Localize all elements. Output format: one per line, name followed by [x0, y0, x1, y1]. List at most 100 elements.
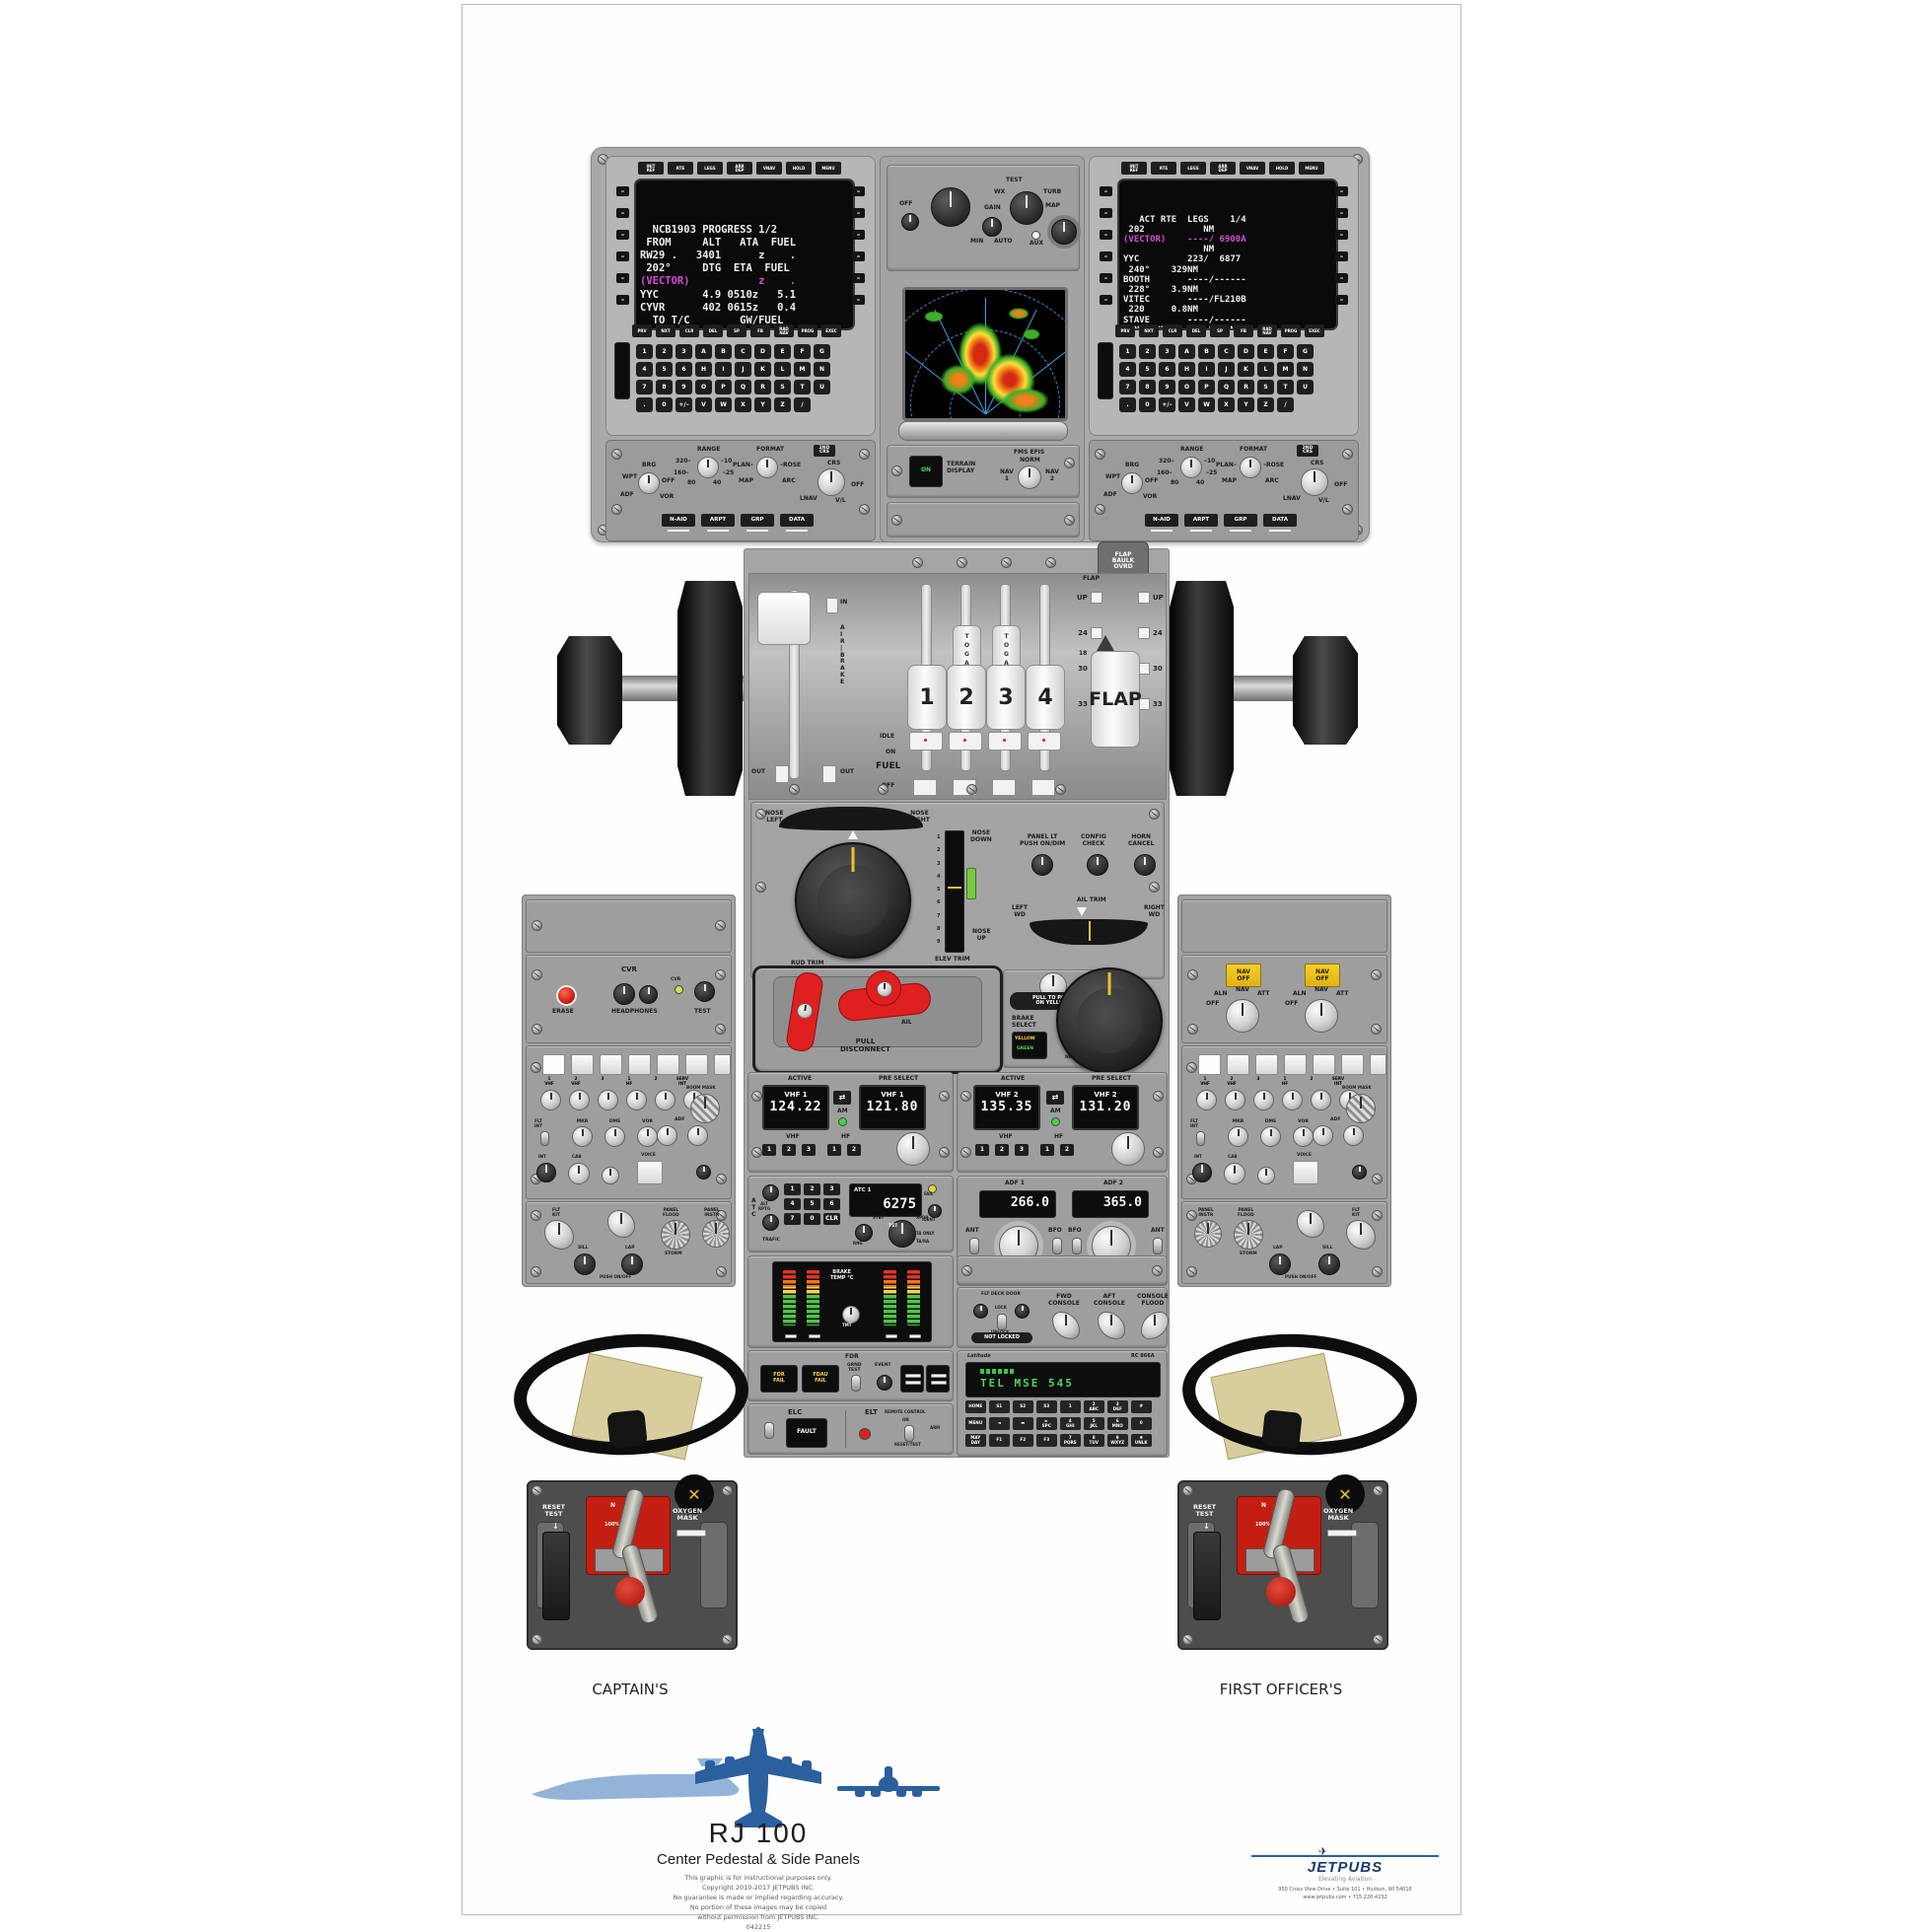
cdu-key[interactable]: 6 [1159, 362, 1175, 377]
transfer-key[interactable]: ⇄ [1046, 1091, 1064, 1105]
cdu-key[interactable]: T [1277, 380, 1294, 394]
cdu-function-key[interactable]: MENU [1299, 162, 1324, 175]
satcom-key[interactable]: MENU [965, 1417, 986, 1430]
audio-select-button[interactable] [1227, 1054, 1249, 1075]
satcom-key[interactable]: MAY DAY [965, 1434, 986, 1447]
satcom-key[interactable]: ◄ [989, 1417, 1010, 1430]
vhf-select-key[interactable]: 3 [1015, 1144, 1029, 1156]
atc-keypad-key[interactable]: 7 [784, 1213, 801, 1225]
elt-switch[interactable] [904, 1425, 914, 1442]
cdu-function-key[interactable]: ARR DEP [1210, 162, 1236, 175]
cdu-function-key[interactable]: VNAV [756, 162, 782, 175]
cdu-mode-key[interactable]: EXEC [821, 324, 841, 337]
audio-select-button[interactable] [657, 1054, 679, 1075]
radar-mode-knob[interactable] [1010, 191, 1043, 225]
cdu-key[interactable]: Y [754, 397, 771, 412]
satcom-key[interactable]: ► SPC [1036, 1417, 1057, 1430]
cdu-key[interactable]: 8 [1139, 380, 1156, 394]
crs-knob[interactable] [1301, 468, 1328, 496]
cdu-key[interactable]: 1 [636, 344, 653, 359]
cdu-key[interactable]: 9 [675, 380, 692, 394]
cdu-key[interactable]: G [814, 344, 830, 359]
flt-kit-knob[interactable] [544, 1220, 574, 1250]
cdu-mode-key[interactable]: NXT [1139, 324, 1159, 337]
cdu-function-key[interactable]: LEGS [697, 162, 723, 175]
cdu-key[interactable]: . [636, 397, 653, 412]
cdu-key[interactable]: 2 [1139, 344, 1156, 359]
ident-button[interactable] [928, 1204, 942, 1218]
cdu-key[interactable]: X [1218, 397, 1235, 412]
format-knob[interactable] [756, 457, 778, 478]
cdu-key[interactable]: F [794, 344, 811, 359]
cdu-key[interactable]: / [1277, 397, 1294, 412]
cdu-mode-key[interactable]: DEL [703, 324, 723, 337]
cdu-key[interactable]: 8 [656, 380, 673, 394]
reset-test-lever[interactable] [542, 1532, 570, 1620]
line-select-key[interactable]: – [1100, 251, 1112, 261]
tmt-knob[interactable] [842, 1306, 860, 1324]
cdu-function-key[interactable]: HOLD [786, 162, 812, 175]
cdu-key[interactable]: F [1277, 344, 1294, 359]
format-knob[interactable] [1240, 457, 1261, 478]
atc-keypad-key[interactable]: 1 [784, 1183, 801, 1195]
satcom-key[interactable]: F1 [989, 1434, 1010, 1447]
map-select-button[interactable]: DATA [1263, 514, 1297, 532]
radar-brightness-knob[interactable] [931, 187, 970, 227]
satcom-key[interactable]: 6 MNO [1107, 1417, 1128, 1430]
cdu-key[interactable]: Q [1218, 380, 1235, 394]
vhf-select-key[interactable]: 2 [782, 1144, 796, 1156]
fuel-off-switch[interactable] [992, 779, 1016, 796]
test-reset-knob[interactable]: ✕ [1325, 1474, 1365, 1514]
cdu-mode-key[interactable]: PROG [798, 324, 817, 337]
voice-button[interactable] [637, 1161, 663, 1184]
cab-knob[interactable] [568, 1163, 590, 1184]
crs-knob[interactable] [817, 468, 845, 496]
second-crs-key[interactable]: 2ND CRS [814, 445, 835, 457]
ab-selector[interactable] [696, 1165, 711, 1180]
satcom-key[interactable]: S1 [989, 1400, 1010, 1413]
cdu-key[interactable]: H [695, 362, 712, 377]
cdu-key[interactable]: 1 [1119, 344, 1136, 359]
tuning-knob[interactable] [1111, 1132, 1145, 1166]
boom-mask-selector[interactable] [1346, 1094, 1376, 1123]
atc-keypad-key[interactable]: 6 [823, 1198, 840, 1210]
audio-volume-knob[interactable] [626, 1090, 647, 1110]
audio-volume-knob[interactable] [1253, 1090, 1274, 1110]
cdu-key[interactable]: V [1178, 397, 1195, 412]
blank-key[interactable] [926, 1365, 950, 1393]
cdu-key[interactable]: 5 [1139, 362, 1156, 377]
audio-knob-adf[interactable] [687, 1125, 708, 1146]
cdu-mode-key[interactable]: FB [1234, 324, 1253, 337]
cdu-function-key[interactable]: RTE [668, 162, 693, 175]
satcom-key[interactable]: 2 ABC [1084, 1400, 1104, 1413]
cdu-key[interactable]: 3 [1159, 344, 1175, 359]
cdu-key[interactable]: S [1257, 380, 1274, 394]
cdu-key[interactable]: T [794, 380, 811, 394]
cdu-key[interactable]: +/– [1159, 397, 1175, 412]
cdu-key[interactable]: S [774, 380, 791, 394]
hf-select-key[interactable]: 1 [827, 1144, 841, 1156]
irs-mode-knob[interactable] [1305, 999, 1338, 1033]
elevator-trim-wheel[interactable] [677, 581, 743, 796]
cdu-key[interactable]: I [715, 362, 732, 377]
speaker-button[interactable] [1370, 1054, 1386, 1075]
audio-volume-knob[interactable] [1311, 1090, 1331, 1110]
fwd-console-knob[interactable] [1052, 1312, 1080, 1339]
cdu-key[interactable]: R [1238, 380, 1254, 394]
cdu-key[interactable]: K [1238, 362, 1254, 377]
cdu-mode-key[interactable]: SP [727, 324, 746, 337]
elevator-trim-wheel[interactable] [1169, 581, 1234, 796]
airbrake-handle[interactable] [757, 592, 811, 645]
cdu-key[interactable]: W [715, 397, 732, 412]
cdu-key[interactable]: 0 [656, 397, 673, 412]
ant-adf-toggle[interactable] [969, 1238, 979, 1254]
oxygen-regulator[interactable] [1266, 1577, 1296, 1607]
sill-light-button[interactable] [1318, 1253, 1340, 1275]
atc-keypad-key[interactable]: 5 [804, 1198, 820, 1210]
cdu-key[interactable]: B [715, 344, 732, 359]
line-select-key[interactable]: – [1335, 273, 1348, 283]
satcom-key[interactable]: 8 TUV [1084, 1434, 1104, 1447]
map-select-button[interactable]: N-AID [1145, 514, 1178, 532]
transfer-key[interactable]: ⇄ [833, 1091, 851, 1105]
door-knob[interactable] [973, 1304, 988, 1319]
